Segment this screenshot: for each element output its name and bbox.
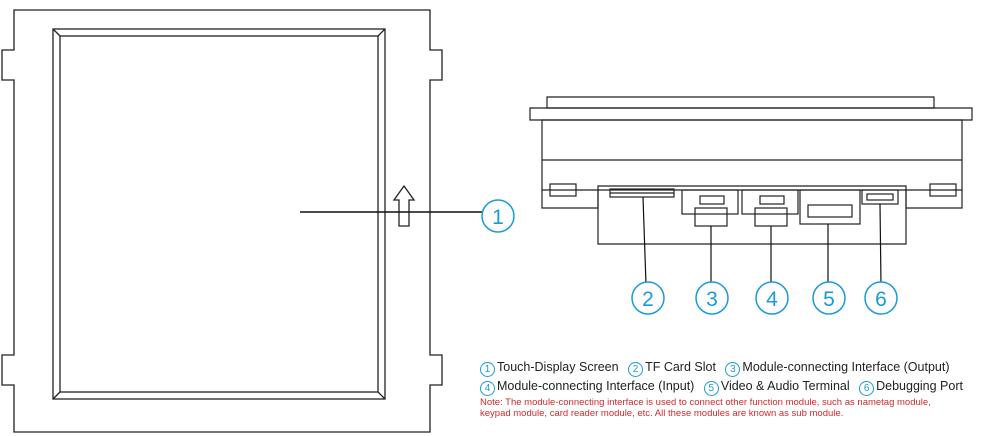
legend-num: 4 xyxy=(480,381,495,396)
legend-label: Module-connecting Interface (Output) xyxy=(742,360,950,374)
callout-6-leader xyxy=(879,203,882,286)
legend-label: Touch-Display Screen xyxy=(497,360,619,374)
callout-1-circle xyxy=(481,199,515,233)
legend-num: 6 xyxy=(859,381,875,396)
legend-label: Video & Audio Terminal xyxy=(720,379,850,393)
legend-num: 1 xyxy=(480,362,495,377)
callout-2-circle xyxy=(631,281,665,315)
debug-port xyxy=(861,189,899,205)
callout-3-label: 3 xyxy=(706,288,718,311)
note-text: Note: The module-connecting interface is… xyxy=(480,397,931,419)
callout-2-label: 2 xyxy=(642,288,654,311)
callout-6-circle xyxy=(864,281,898,315)
callout-1-label: 1 xyxy=(492,206,504,229)
side-view xyxy=(529,96,973,245)
up-arrow-icon xyxy=(392,184,416,227)
callout-5-circle xyxy=(812,281,846,315)
callout-2-leader xyxy=(642,196,647,286)
callout-5-label: 5 xyxy=(823,288,835,311)
legend-num: 3 xyxy=(725,362,741,377)
front-panel xyxy=(1,9,483,433)
legend-label: Debugging Port xyxy=(876,379,963,393)
connector-input xyxy=(741,189,799,227)
callout-3-circle xyxy=(695,281,729,315)
legend-num: 5 xyxy=(703,381,719,396)
callout-6-label: 6 xyxy=(875,288,887,311)
legend-label: Module-connecting Interface (Input) xyxy=(497,379,695,393)
callout-4-label: 4 xyxy=(766,288,778,311)
connector-output xyxy=(681,189,739,227)
legend-label: TF Card Slot xyxy=(645,360,716,374)
connector-video-audio xyxy=(799,189,861,225)
callout-4-circle xyxy=(755,281,789,315)
legend-num: 2 xyxy=(628,362,644,377)
